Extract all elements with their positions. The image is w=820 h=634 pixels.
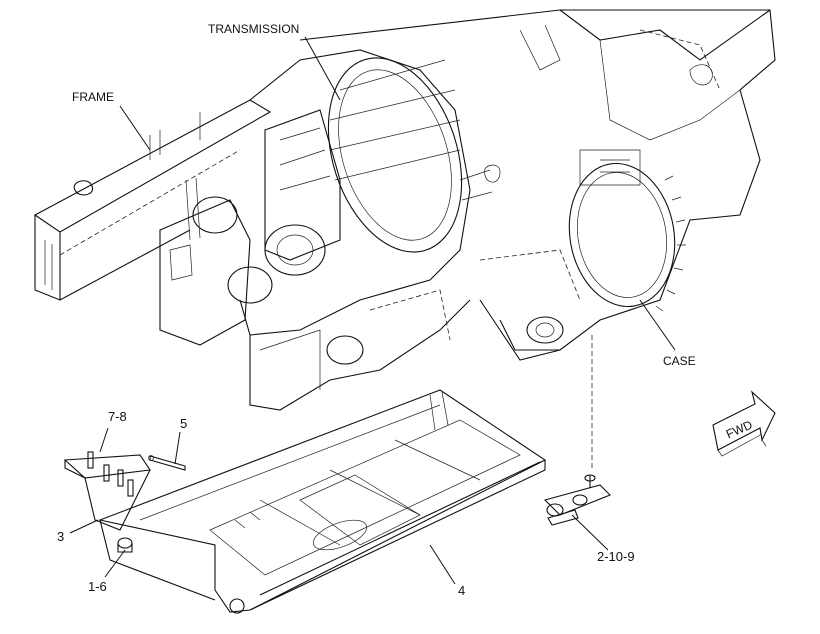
callout-1-6: 1-6 [88, 579, 107, 594]
callout-2-10-9-leader [571, 514, 609, 551]
pin-part-5 [148, 455, 186, 471]
callout-7-8-leader [99, 427, 109, 453]
callout-7-8: 7-8 [108, 409, 127, 424]
case-label: CASE [663, 354, 696, 368]
forward-direction-arrow: FWD [712, 390, 776, 457]
callout-5: 5 [180, 416, 187, 431]
callout-3: 3 [57, 529, 64, 544]
transmission-assembly [159, 49, 501, 411]
leader-lines [69, 36, 676, 585]
transmission-leader [304, 36, 341, 101]
callout-3-leader [69, 519, 99, 534]
transmission-label: TRANSMISSION [208, 22, 299, 36]
frame-label: FRAME [72, 90, 114, 104]
mount-part-2-10-9 [543, 474, 611, 526]
case-leader [639, 299, 676, 351]
callout-4-leader [429, 544, 456, 585]
bracket-part-3 [63, 451, 151, 531]
frame-rail [33, 99, 272, 301]
case-housing [299, 9, 776, 361]
callout-4: 4 [458, 583, 465, 598]
frame-leader [119, 105, 151, 151]
guard-part-4 [98, 389, 547, 614]
bolt-part-1-6 [117, 537, 133, 553]
callout-5-leader [174, 431, 181, 465]
callout-1-6-leader [104, 549, 126, 578]
callout-2-10-9: 2-10-9 [597, 549, 635, 564]
